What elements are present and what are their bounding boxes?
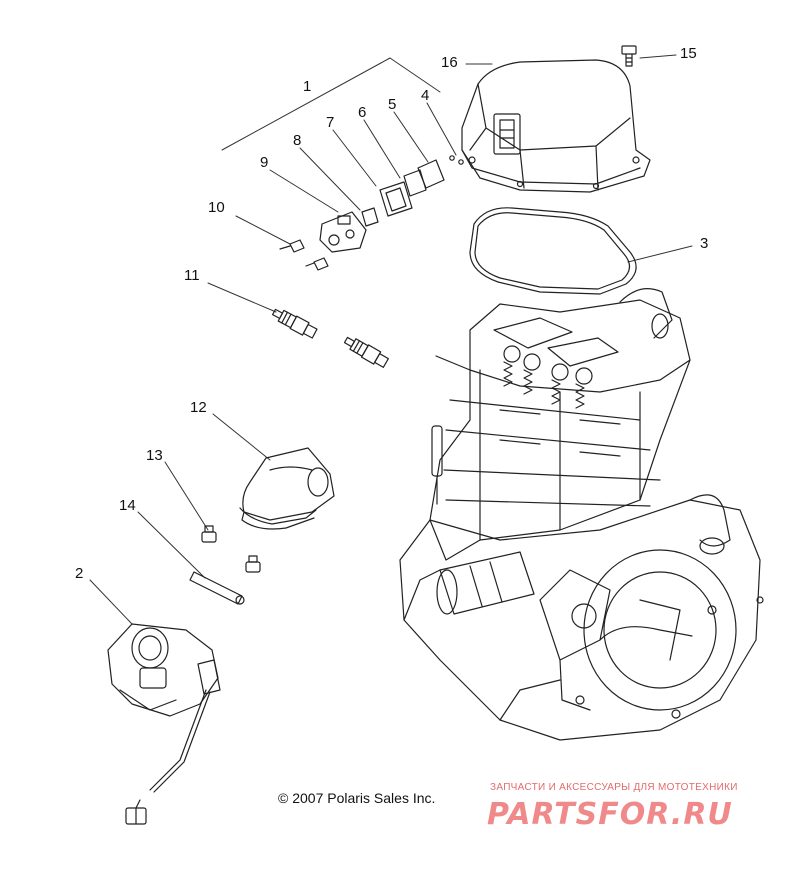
callout-9: 9 [260,154,269,171]
callout-4: 4 [421,87,430,104]
throttle-body [107,623,221,825]
watermark-logo: PARTSFOR.RU [487,797,733,832]
engine-assembly [399,288,764,741]
callout-8: 8 [293,132,302,149]
callout-6: 6 [358,104,367,121]
valve-cover [461,59,651,193]
callout-12: 12 [190,399,207,416]
callout-13: 13 [146,447,163,464]
bolt-15 [621,45,637,67]
cover-gasket [469,207,637,295]
copyright-notice: © 2007 Polaris Sales Inc. [278,790,436,806]
intake-boot [239,447,335,530]
spark-plugs [271,308,389,368]
callout-5: 5 [388,96,397,113]
leader-lines [89,54,693,625]
watermark-tagline: ЗАПЧАСТИ И АКСЕССУАРЫ ДЛЯ МОТОТЕХНИКИ [490,782,738,793]
callout-11: 11 [184,267,200,284]
callout-10: 10 [208,199,225,216]
bolts-13-14 [189,525,261,605]
callout-16: 16 [441,54,458,71]
callout-15: 15 [680,45,697,62]
callout-7: 7 [326,114,335,131]
callout-3: 3 [700,235,709,252]
callout-1: 1 [303,78,312,95]
callout-2: 2 [75,565,84,582]
callout-14: 14 [119,497,136,514]
small-parts [279,155,464,271]
